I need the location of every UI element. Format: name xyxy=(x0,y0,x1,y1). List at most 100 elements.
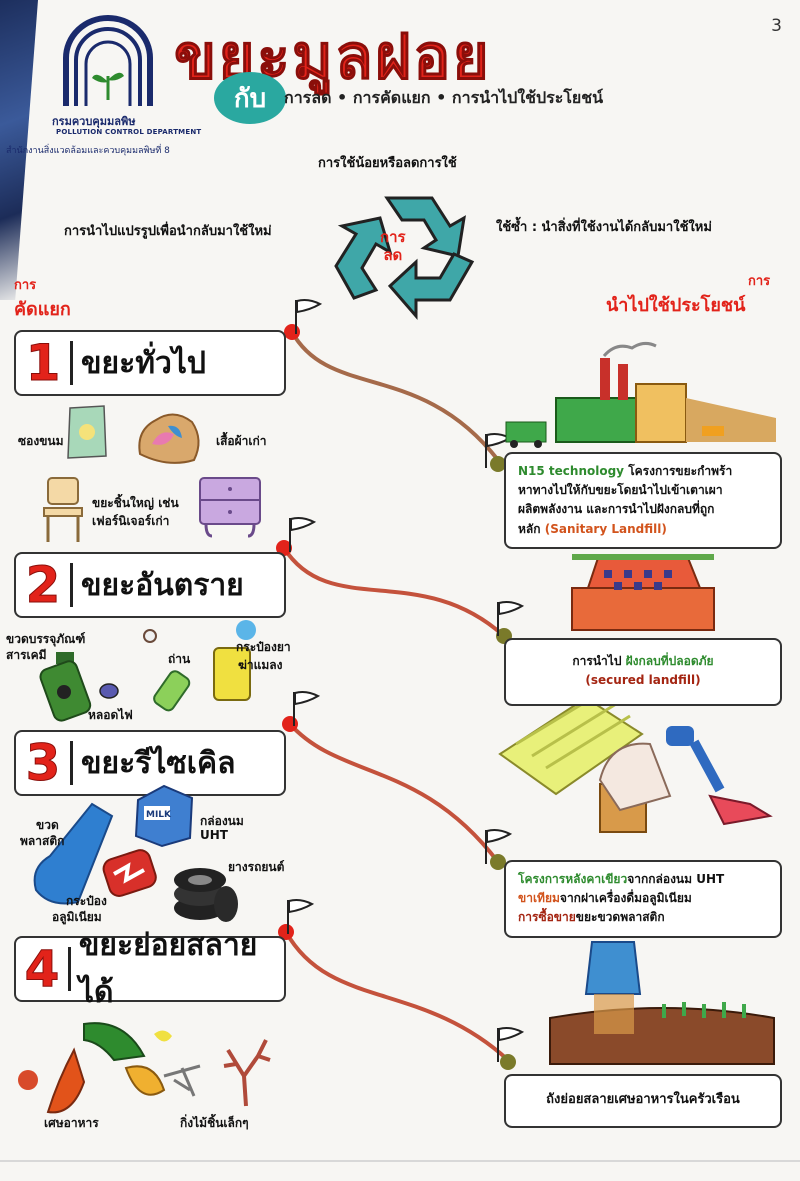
item-label: สารเคมี xyxy=(6,648,47,662)
item-label: ถ่าน xyxy=(168,652,191,666)
flag-icon xyxy=(293,691,321,726)
milk-carton-icon: MILK xyxy=(134,784,194,848)
category-number: 3 xyxy=(25,734,61,793)
item-label: ขยะชิ้นใหญ่ เช่น xyxy=(92,496,179,510)
compost-bin-icon xyxy=(549,941,775,1065)
item-label: ขวดบรรจุภัณฑ์ xyxy=(6,632,86,646)
category-label: ขยะย่อยสลายได้ xyxy=(78,928,258,1010)
category-box-hazardous: 2 ขยะอันตราย xyxy=(14,552,286,618)
item-label: ฆ่าแมลง xyxy=(238,658,283,672)
agency-office: สำนักงานสิ่งแวดล้อมและควบคุมมลพิษที่ 8 xyxy=(6,146,170,156)
use-box-compostable: ถังย่อยสลายเศษอาหารในครัวเรือน xyxy=(504,1074,782,1128)
pcd-logo-icon xyxy=(63,15,153,106)
use-text: จากฝาเครื่องดื่มอลูมิเนียม xyxy=(559,891,692,906)
sort-title: คัดแยก xyxy=(14,299,71,320)
landfill-icon xyxy=(571,554,715,631)
use-text: ผลิตพลังงาน และการนำไปฝังกลบที่ถูก xyxy=(518,502,715,517)
cycle-center-line1: การ xyxy=(380,228,406,246)
flag-icon xyxy=(485,829,513,864)
factory-icon xyxy=(505,341,776,448)
item-label: ยางรถยนต์ xyxy=(228,860,285,874)
cycle-center: การ ลด xyxy=(380,228,406,264)
category-box-compostable: 4 ขยะย่อยสลายได้ xyxy=(14,928,286,1010)
flag-icon xyxy=(497,601,525,636)
tires-icon xyxy=(174,868,238,922)
use-text: ขยะขวดพลาสติก xyxy=(575,910,665,925)
title-with-badge: กับ xyxy=(214,72,286,124)
food-scraps-icon xyxy=(18,1022,201,1114)
use-highlight: (secured landfill) xyxy=(585,673,701,688)
agency-name-en: POLLUTION CONTROL DEPARTMENT xyxy=(56,128,202,136)
category-number: 1 xyxy=(25,334,61,393)
plastic-bottle-icon xyxy=(33,802,114,905)
category-label: ขยะรีไซเคิล xyxy=(81,745,236,781)
use-text: โครงการขยะกำพร้า xyxy=(624,464,733,478)
use-title: นำไปใช้ประโยชน์ xyxy=(606,295,746,316)
category-divider xyxy=(70,341,73,385)
flag-icon xyxy=(287,899,315,934)
cycle-label-reuse: ใช้ซ้ำ : นำสิ่งที่ใช้งานได้กลับมาใช้ใหม่ xyxy=(496,220,712,235)
item-label: กิ่งไม้ชิ้นเล็กๆ xyxy=(180,1116,249,1130)
item-label: กระป๋อง xyxy=(66,894,107,908)
page-subtitle: การลด • การคัดแยก • การนำไปใช้ประโยชน์ xyxy=(284,88,604,107)
item-label: พลาสติก xyxy=(20,834,65,848)
cycle-center-line2: ลด xyxy=(383,246,403,264)
battery-icon xyxy=(153,670,191,712)
spray-can-icon xyxy=(213,620,256,701)
aluminium-can-icon xyxy=(102,849,157,897)
category-divider xyxy=(70,741,73,785)
prosthetic-leg-icon xyxy=(598,726,773,826)
cycle-label-reduce: การใช้น้อยหรือลดการใช้ xyxy=(318,156,457,171)
item-label: กระป๋องยา xyxy=(236,640,291,654)
page-number: 3 xyxy=(771,16,782,36)
use-text: ถังย่อยสลายเศษอาหารในครัวเรือน xyxy=(546,1092,740,1107)
use-text: หลัก xyxy=(518,521,545,536)
use-text: การนำไป xyxy=(572,654,626,668)
item-label: UHT xyxy=(200,828,228,842)
category-divider xyxy=(67,947,71,991)
item-label: เศษอาหาร xyxy=(44,1116,99,1130)
item-label: เฟอร์นิเจอร์เก่า xyxy=(92,514,170,528)
flag-icon xyxy=(295,299,323,334)
cabinet-icon xyxy=(199,477,261,538)
bottom-divider xyxy=(0,1160,800,1162)
category-box-general: 1 ขยะทั่วไป xyxy=(14,330,286,396)
category-label: ขยะอันตราย xyxy=(81,567,244,603)
use-highlight: การซื้อขาย xyxy=(518,910,576,925)
category-label: ขยะทั่วไป xyxy=(81,345,206,381)
category-divider xyxy=(70,563,73,607)
recycle-icon xyxy=(334,196,475,321)
item-label: เสื้อผ้าเก่า xyxy=(216,434,267,448)
use-text: จากกล่องนม UHT xyxy=(627,872,725,886)
item-label: หลอดไฟ xyxy=(88,708,133,722)
category-number: 2 xyxy=(25,556,61,615)
use-text: หาทางไปให้กับขยะโดยนำไปเข้าเตาเผา xyxy=(518,483,723,498)
chemical-bottle-icon xyxy=(39,652,92,722)
sort-prefix: การ xyxy=(14,278,37,293)
light-bulb-icon xyxy=(99,683,119,699)
snack-bag-icon xyxy=(67,405,107,459)
use-box-recycle: โครงการหลังคาเขียวจากกล่องนม UHT ขาเทียม… xyxy=(504,860,782,938)
use-highlight: ขาเทียม xyxy=(518,891,560,906)
item-label: อลูมิเนียม xyxy=(52,910,102,924)
use-prefix: การ xyxy=(748,274,771,289)
light-bulb-icon xyxy=(143,629,157,643)
item-label: กล่องนม xyxy=(200,814,244,828)
use-highlight: ฝังกลบที่ปลอดภัย xyxy=(625,654,714,668)
use-highlight: N15 technology xyxy=(518,464,625,478)
old-clothes-icon xyxy=(138,413,200,464)
agency-name-th: กรมควบคุมมลพิษ xyxy=(52,115,136,128)
cycle-label-recycle: การนำไปแปรรูปเพื่อนำกลับมาใช้ใหม่ xyxy=(64,224,272,239)
use-highlight: (Sanitary Landfill) xyxy=(544,521,667,536)
flag-icon xyxy=(289,517,317,552)
category-number: 4 xyxy=(24,940,60,999)
item-label: ซองขนม xyxy=(18,434,64,448)
use-highlight: โครงการหลังคาเขียว xyxy=(518,872,628,886)
svg-text:MILK: MILK xyxy=(146,810,172,820)
use-box-hazardous: การนำไป ฝังกลบที่ปลอดภัย (secured landfi… xyxy=(504,638,782,706)
use-box-general: N15 technology โครงการขยะกำพร้า หาทางไปใ… xyxy=(504,452,782,549)
chair-icon xyxy=(43,477,83,542)
item-label: ขวด xyxy=(36,818,59,832)
flag-icon xyxy=(497,1027,525,1062)
